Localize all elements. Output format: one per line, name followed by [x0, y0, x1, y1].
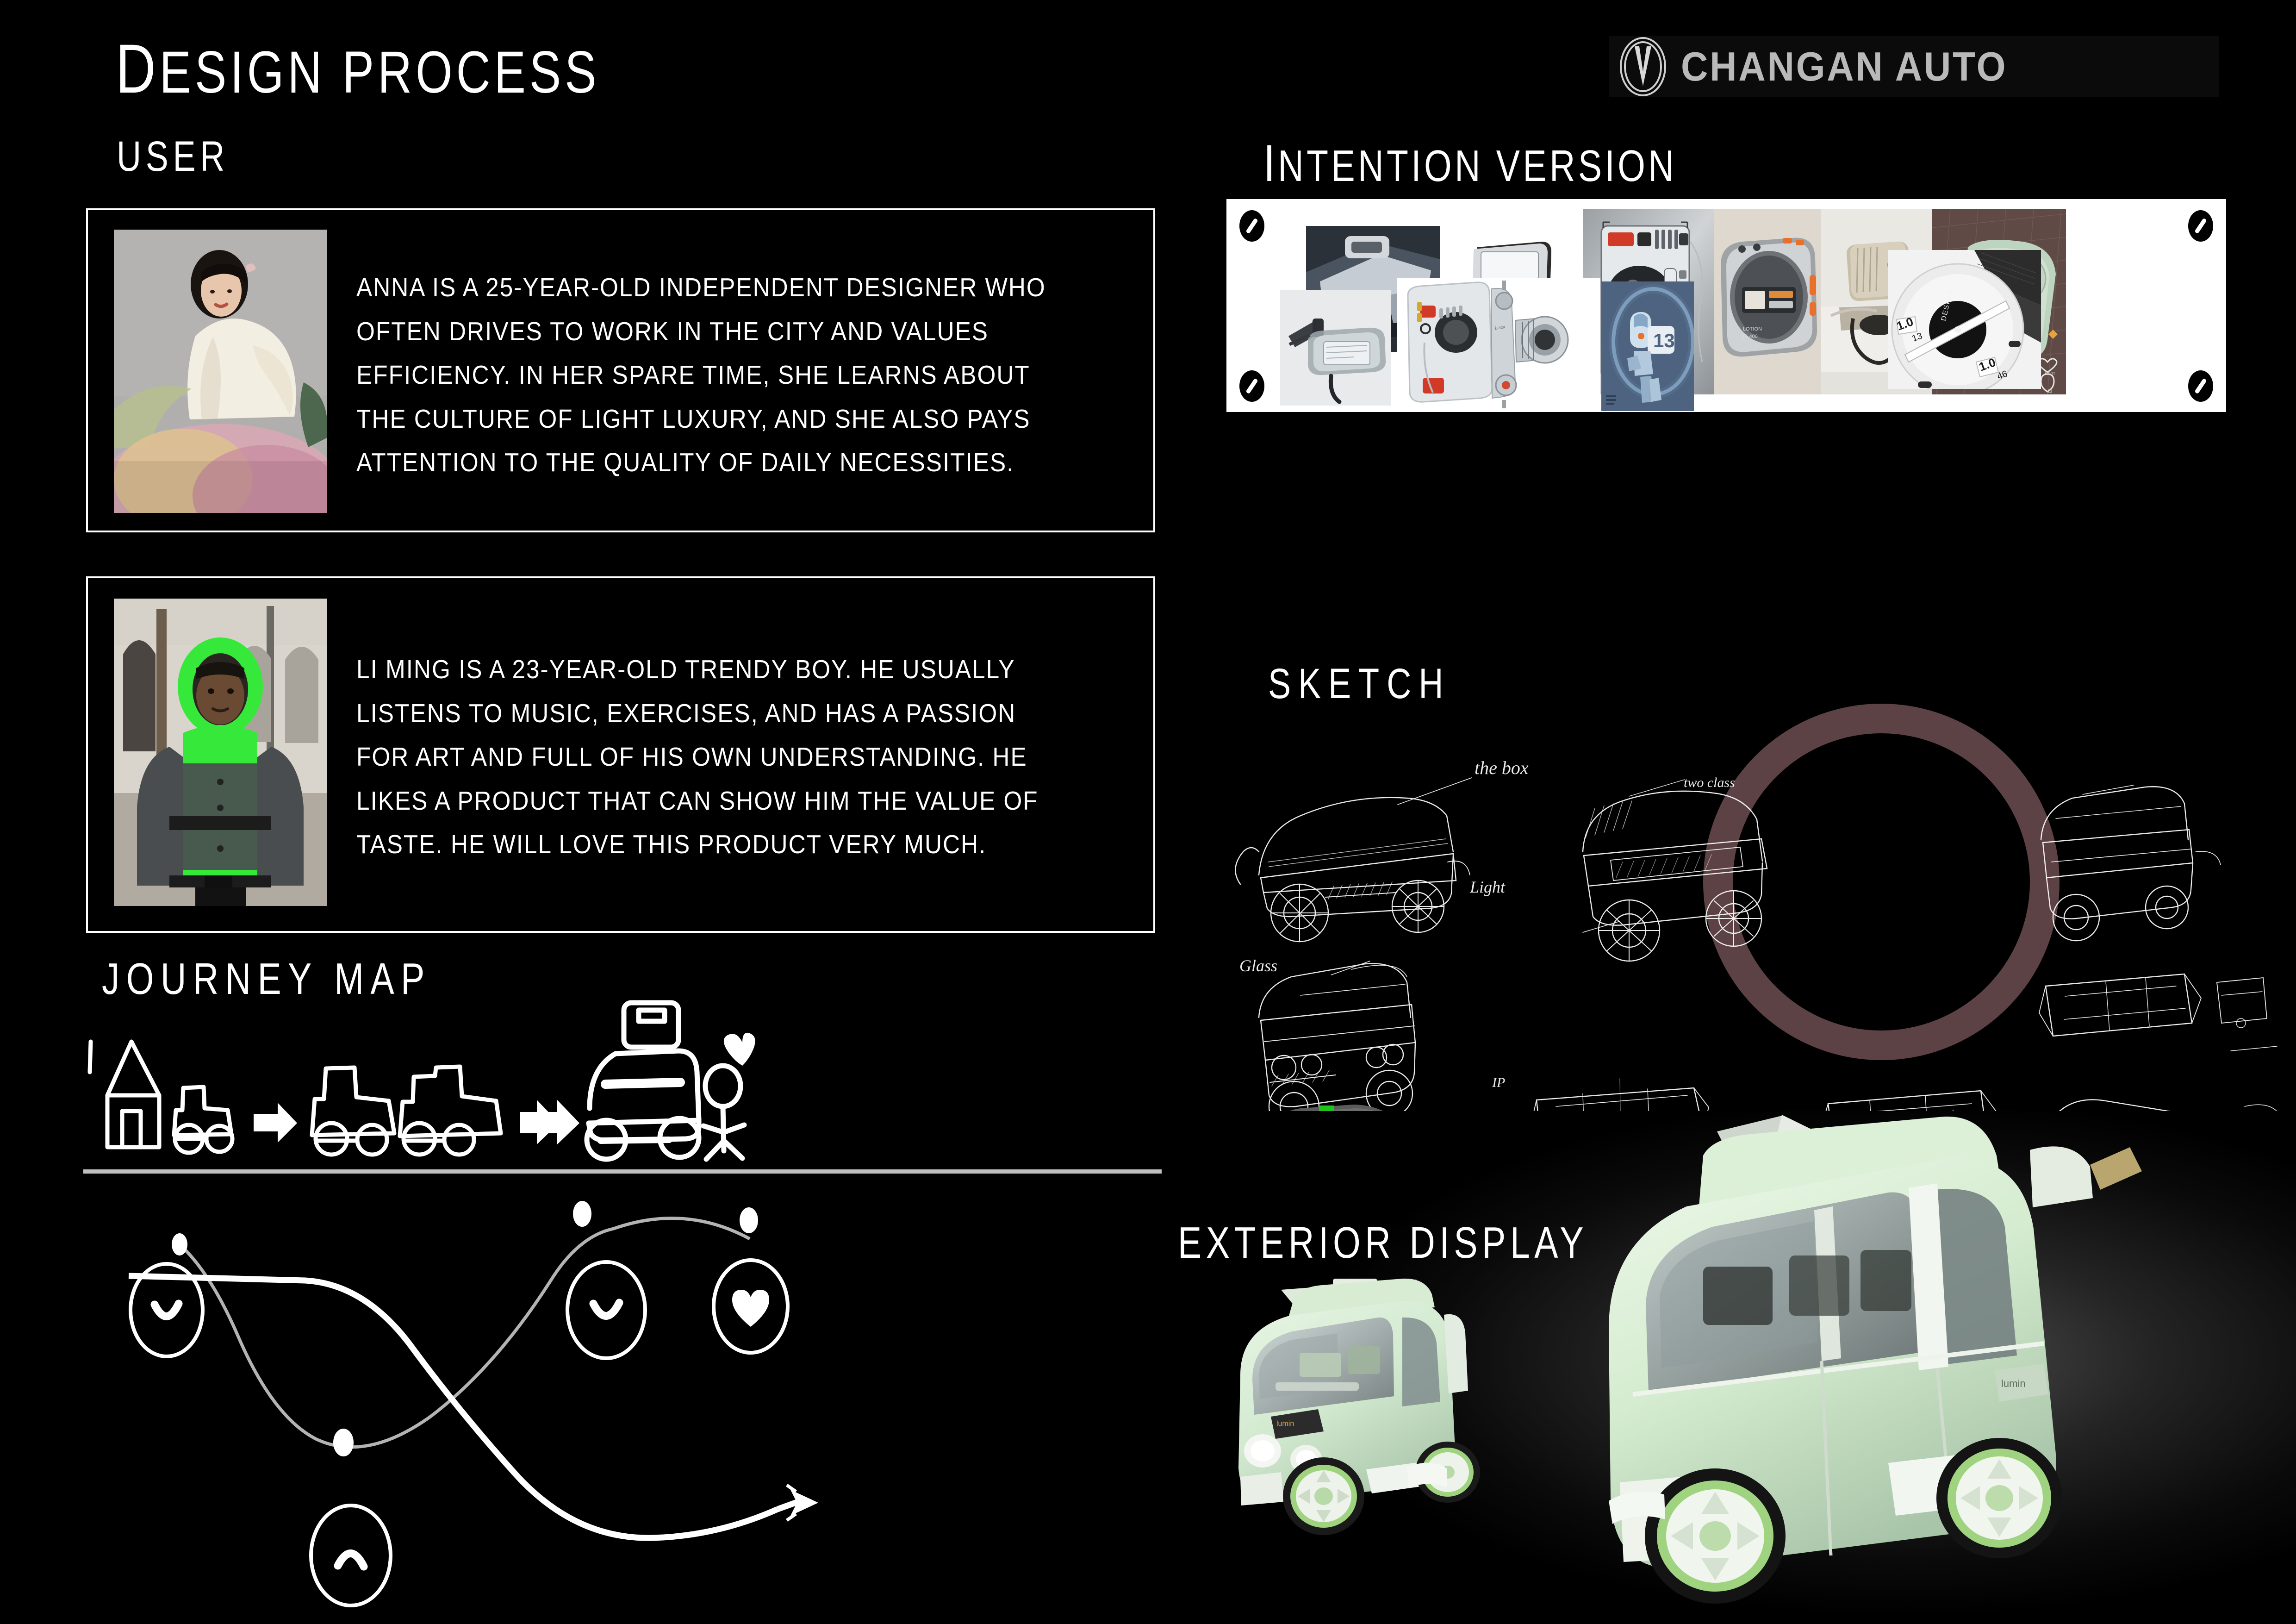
svg-text:lumin: lumin	[2001, 1378, 2026, 1389]
changan-v-oval-logo-icon	[1619, 37, 1667, 96]
screw-head-icon-top-left	[1239, 210, 1264, 242]
svg-text:Leica: Leica	[1494, 325, 1506, 331]
moodboard-image-blue-robot-render: 13	[1601, 281, 1694, 411]
sketch-annotation-glass: Glass	[1239, 956, 1277, 975]
journey-icon-arrow-1	[254, 1103, 297, 1143]
persona-photo-liming	[114, 599, 327, 906]
journey-icon-car-3	[398, 1064, 503, 1138]
page-title-rest: esign process	[159, 39, 600, 106]
persona-card-liming: Li Ming is a 23-year-old trendy boy. He …	[86, 576, 1155, 933]
section-heading-user: User	[117, 133, 229, 180]
journey-ground-line	[83, 1169, 1162, 1174]
journey-icon-small-car	[172, 1085, 234, 1137]
emotion-face-frown	[309, 1504, 392, 1607]
emotion-node-3	[573, 1201, 591, 1227]
intention-moodboard-panel: Classic	[1226, 199, 2226, 412]
concept-car-render-front: lumin	[1185, 1250, 1564, 1546]
concept-car-render-side: lumin	[1564, 1111, 2235, 1616]
persona-text-liming: Li Ming is a 23-year-old trendy boy. He …	[356, 655, 1039, 860]
journey-icon-roof-box	[621, 1000, 681, 1050]
svg-text:13: 13	[1653, 330, 1675, 351]
page-title-initial: D	[116, 30, 160, 107]
moodboard-image-white-dial-gauge-closeup: 1.0 1.0 13 46 DESIGN	[1888, 250, 2041, 389]
brand-logo-bar: CHANGAN AUTO	[1609, 36, 2219, 97]
sketch-annotation-two-class: two class	[1684, 775, 1735, 790]
section-heading-sketch: SKETCH	[1268, 660, 1451, 707]
svg-text:IS 400: IS 400	[1743, 334, 1758, 339]
screw-head-icon-bottom-right	[2188, 370, 2213, 402]
emotion-node-2	[333, 1429, 354, 1456]
brand-wordmark: CHANGAN AUTO	[1681, 44, 2008, 89]
sketch-annotation-ip: IP	[1492, 1075, 1505, 1090]
emotion-curve-rising	[178, 1227, 614, 1449]
moodboard-image-folded-eyewear-case	[1280, 290, 1391, 406]
svg-text:5.00T: 5.00T	[2045, 371, 2056, 376]
emotion-node-4	[740, 1207, 758, 1233]
emotion-face-smile-1	[129, 1262, 205, 1358]
emotion-curve-arrowhead	[790, 1490, 818, 1516]
emotion-curve-falling	[128, 1273, 779, 1541]
intention-heading-rest: ntention version	[1278, 141, 1677, 191]
svg-text:LOTION: LOTION	[1743, 326, 1762, 332]
moodboard-image-transparent-camera-internals: Leica	[1397, 278, 1600, 410]
journey-emotion-curve	[106, 1185, 1226, 1607]
sketch-annotation-light: Light	[1469, 878, 1506, 896]
emotion-node-1	[172, 1233, 187, 1255]
intention-heading-initial: I	[1263, 134, 1278, 192]
persona-text-anna: Anna is a 25-year-old independent design…	[356, 273, 1046, 478]
section-heading-journey: JOURNEY MAP	[102, 954, 431, 1004]
moodboard-image-smartwatch-orange-accent: LOTION IS 400	[1714, 209, 1821, 394]
svg-text:23: 23	[2047, 389, 2052, 394]
sketch-annotation-the-box: the box	[1475, 757, 1529, 778]
journey-icon-heart	[723, 1032, 755, 1066]
journey-icon-car-2	[310, 1065, 397, 1137]
journey-stage-icons	[83, 986, 1208, 1185]
journey-icon-person	[703, 1063, 743, 1109]
screw-head-icon-bottom-left	[1239, 370, 1264, 402]
screw-head-icon-top-right	[2188, 210, 2213, 242]
persona-photo-anna	[114, 230, 327, 513]
section-heading-exterior: EXTERIOR DISPLAY	[1178, 1218, 1588, 1268]
section-heading-intention: Intention version	[1263, 133, 1677, 193]
svg-text:lumin: lumin	[1276, 1420, 1294, 1428]
emotion-face-smile-2	[566, 1260, 647, 1360]
journey-icon-final-car	[587, 1048, 702, 1123]
emotion-face-heart	[712, 1258, 790, 1355]
page-title: Design process	[116, 29, 600, 109]
persona-card-anna: Anna is a 25-year-old independent design…	[86, 208, 1155, 532]
